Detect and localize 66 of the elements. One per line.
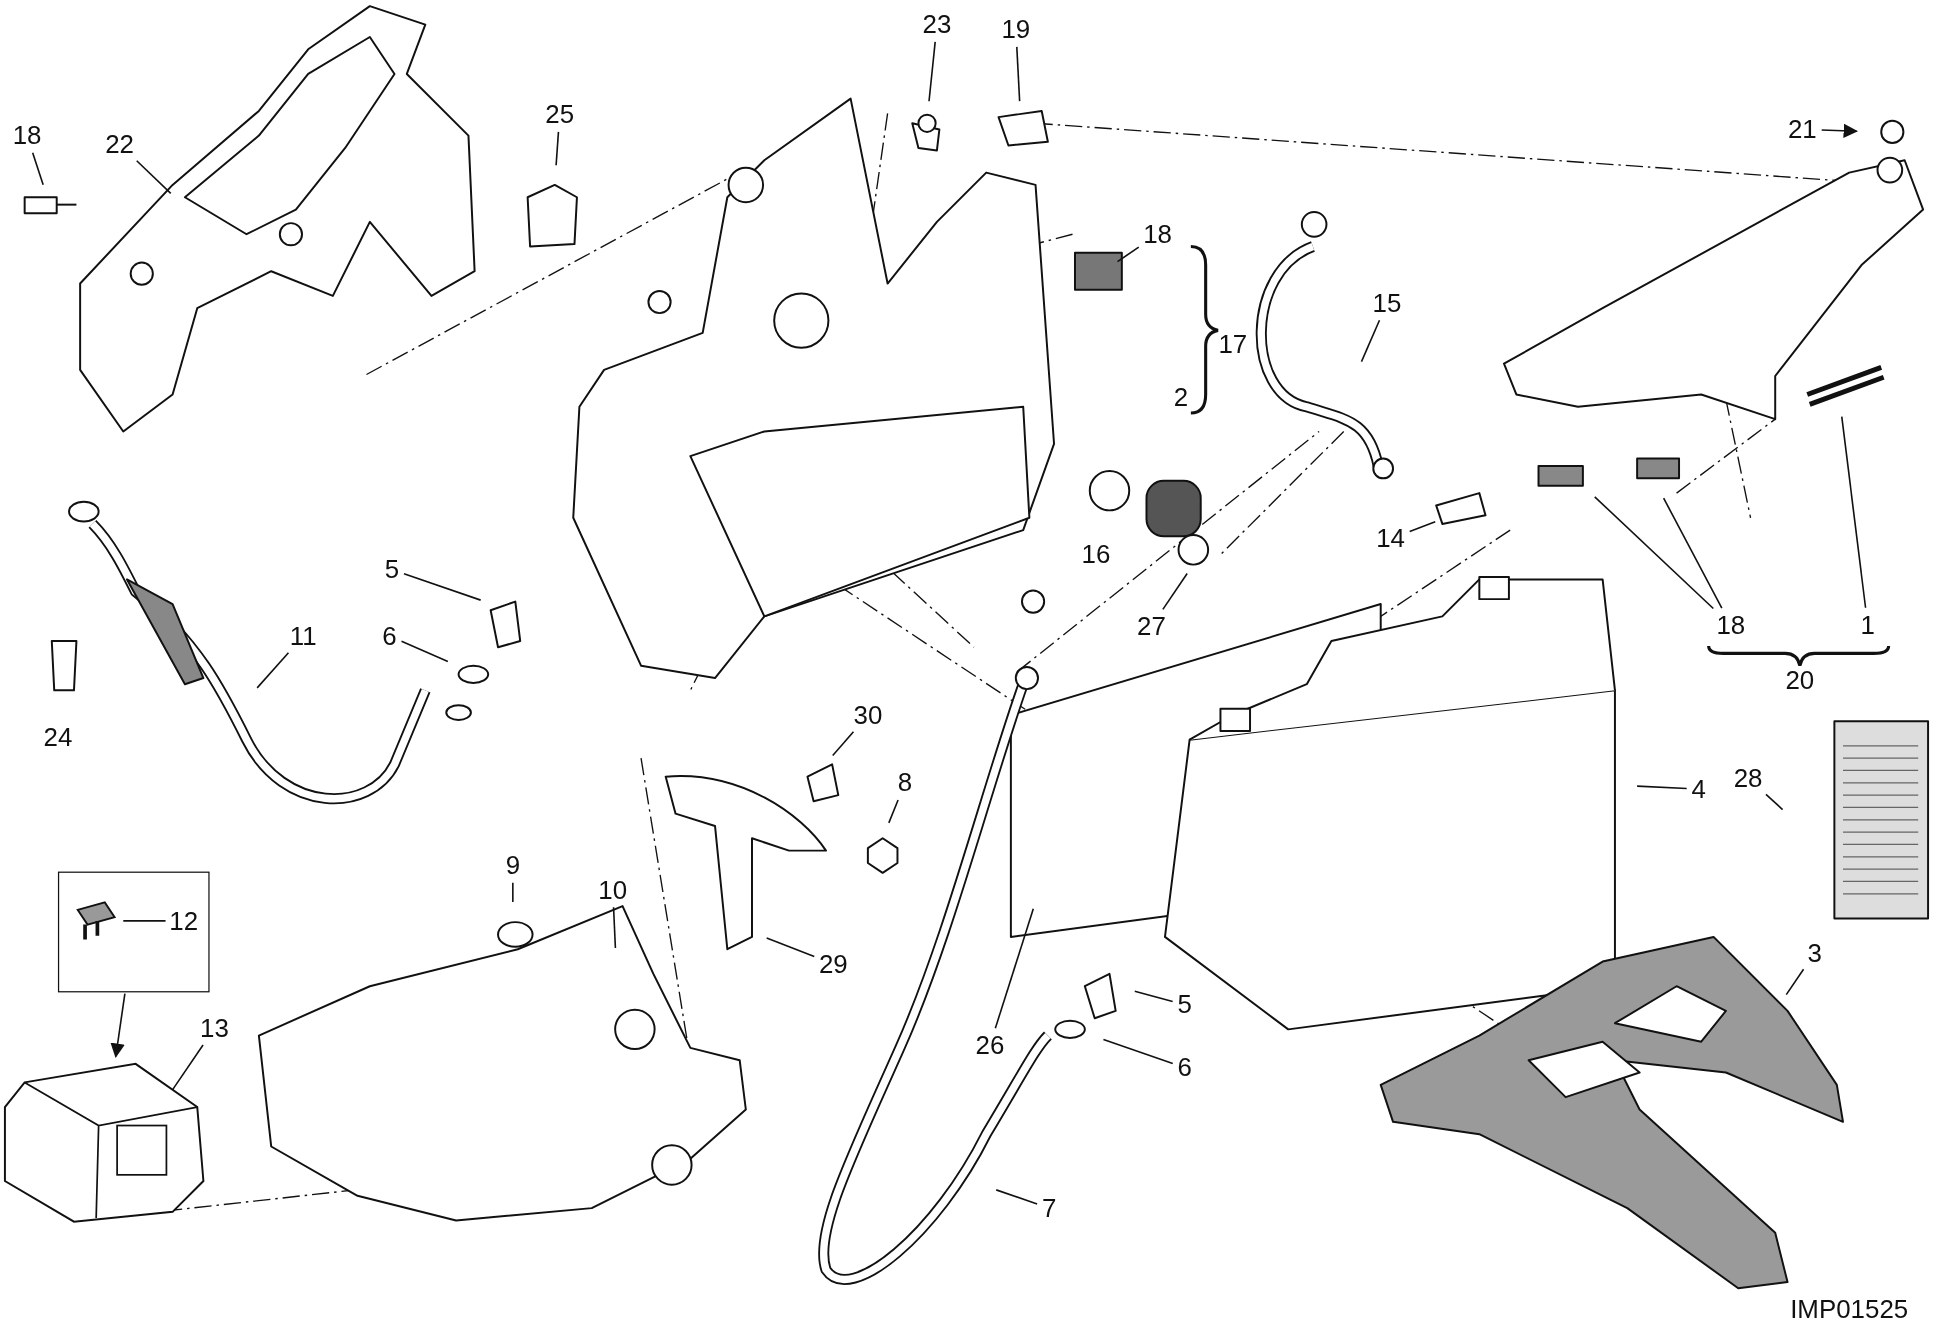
callout-number: 11 (287, 621, 320, 651)
leader-line (1102, 1038, 1174, 1065)
callout-number: 9 (503, 850, 523, 881)
leader-line (512, 881, 514, 903)
callout-number: 2 (1172, 382, 1190, 412)
leader-line (1133, 990, 1174, 1003)
leader-line (1162, 572, 1188, 611)
callout-number: 17 (1217, 329, 1249, 359)
callout-number: 23 (920, 9, 954, 40)
arrow (110, 992, 126, 1058)
callout-number: 21 (1785, 114, 1820, 145)
leader-line (888, 799, 899, 824)
leader-line (400, 640, 449, 663)
callout-number: 8 (895, 768, 915, 798)
callout-number: 15 (1370, 288, 1404, 319)
callout-number: 5 (382, 554, 402, 585)
drawing-code: IMP01525 (1789, 1294, 1910, 1324)
leader-line (256, 651, 290, 689)
leader-line (995, 1189, 1038, 1205)
leader-line (31, 151, 44, 186)
leader-line (135, 159, 172, 195)
callout-number: 24 (42, 722, 74, 752)
leader-line (1116, 246, 1140, 263)
leader-line (1360, 319, 1381, 363)
callout-number: 1 (1858, 610, 1878, 640)
callout-number: 6 (1175, 1052, 1195, 1083)
callout-number: 3 (1805, 938, 1825, 968)
callout-number: 13 (197, 1013, 232, 1043)
callout-number: 6 (379, 621, 400, 651)
arrow (1820, 123, 1858, 139)
callout-number: 18 (10, 120, 44, 151)
leader-line (1408, 520, 1436, 533)
leader-line (122, 920, 167, 922)
callout-number: 30 (851, 700, 885, 730)
leader-line (831, 730, 855, 757)
leader-line (1840, 415, 1867, 609)
leader-line (1765, 793, 1784, 811)
leader-line (928, 41, 936, 102)
leader-line (1785, 968, 1805, 996)
leader-line (765, 937, 816, 958)
callout-number: 7 (1039, 1193, 1059, 1223)
callout-number: 29 (816, 949, 851, 979)
callout-number: 18 (1713, 610, 1748, 640)
leader-line (555, 131, 560, 166)
callout-number: 16 (1080, 539, 1112, 570)
leader-line (1593, 496, 1715, 610)
callout-number: 10 (595, 875, 630, 905)
callout-number: 22 (102, 129, 137, 160)
callout-number: 26 (973, 1030, 1007, 1061)
callout-number: 28 (1731, 763, 1765, 793)
leader-line (171, 1044, 204, 1091)
leader-line (1636, 785, 1688, 790)
callout-number: 20 (1784, 665, 1816, 696)
callout-number: 4 (1689, 774, 1709, 804)
leader-line (994, 908, 1035, 1030)
leader-line (612, 906, 617, 949)
leader-line (1016, 46, 1021, 102)
callout-number: 14 (1373, 523, 1408, 554)
callout-number: 19 (998, 14, 1033, 45)
leader-line (403, 572, 482, 601)
callout-number: 18 (1140, 219, 1175, 249)
leader-line (1662, 497, 1723, 609)
callout-number: 27 (1134, 611, 1169, 642)
callout-number: 25 (542, 99, 577, 130)
callout-number: 5 (1175, 989, 1195, 1020)
callout-number: 12 (166, 906, 201, 936)
